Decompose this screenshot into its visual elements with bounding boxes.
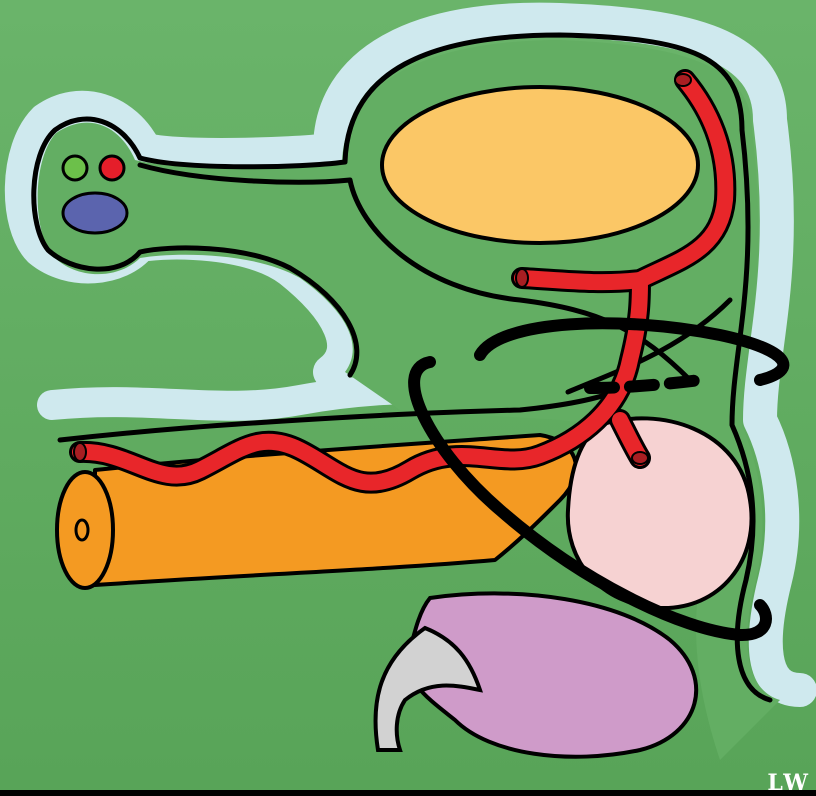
corner-label: LW xyxy=(767,770,810,796)
orange-tube-end xyxy=(57,472,113,588)
blue-oval xyxy=(63,193,127,233)
vessel-end-branch xyxy=(516,269,528,287)
red-dot xyxy=(100,156,124,180)
vessel-end-left xyxy=(74,443,86,461)
vessel-end-lower xyxy=(632,452,648,464)
yellow-organ xyxy=(382,87,698,243)
green-dot xyxy=(63,156,87,180)
vessel-end-top xyxy=(675,74,691,86)
